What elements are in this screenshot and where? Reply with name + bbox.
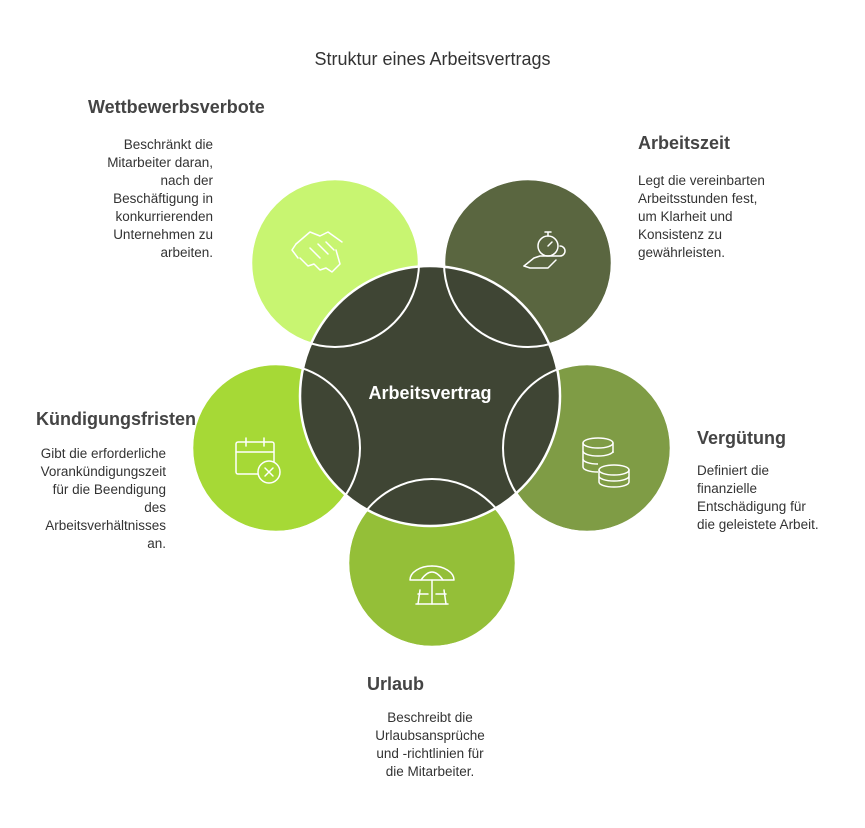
desc-line: an. [147, 536, 166, 551]
desc-line: gewährleisten. [638, 245, 726, 260]
page-title: Struktur eines Arbeitsvertrags [314, 49, 551, 69]
desc-line: Beschäftigung in [113, 191, 213, 206]
desc-line: finanzielle [697, 481, 758, 496]
desc-line: Entschädigung für [697, 499, 806, 514]
heading-wettbewerbsverbote: Wettbewerbsverbote [88, 97, 265, 117]
handshake-icon [291, 231, 343, 273]
center-label: Arbeitsvertrag [368, 383, 492, 403]
calendar-cancel-icon [235, 437, 281, 484]
desc-line: die geleistete Arbeit. [697, 517, 819, 532]
desc-wettbewerbsverbote: Beschränkt die Mitarbeiter daran, nach d… [107, 136, 213, 262]
beach-umbrella-icon [409, 565, 455, 605]
heading-kuendigungsfristen: Kündigungsfristen [36, 409, 196, 429]
desc-verguetung: Definiert die finanzielle Entschädigung … [697, 462, 819, 534]
stopwatch-hand-icon [523, 231, 566, 269]
desc-arbeitszeit: Legt die vereinbarten Arbeitsstunden fes… [638, 172, 765, 262]
desc-line: Konsistenz zu [638, 227, 723, 242]
desc-line: Gibt die erforderliche [40, 446, 166, 461]
heading-arbeitszeit: Arbeitszeit [638, 133, 731, 153]
desc-line: Arbeitsverhältnisses [45, 518, 166, 533]
desc-line: Vorankündigungszeit [40, 464, 166, 479]
desc-line: des [144, 500, 166, 515]
desc-line: Beschränkt die [123, 137, 213, 152]
center-circle [298, 264, 562, 528]
desc-line: für die Beendigung [52, 482, 166, 497]
coins-icon [582, 437, 630, 488]
desc-line: konkurrierenden [115, 209, 213, 224]
desc-line: die Mitarbeiter. [385, 764, 475, 779]
desc-urlaub: Beschreibt die Urlaubsansprüche und -ric… [330, 709, 530, 781]
heading-verguetung: Vergütung [697, 428, 786, 448]
desc-line: Unternehmen zu [113, 227, 213, 242]
circle-outlines [191, 178, 672, 648]
desc-kuendigungsfristen: Gibt die erforderliche Vorankündigungsze… [41, 445, 166, 553]
desc-line: arbeiten. [160, 245, 213, 260]
desc-line: nach der [160, 173, 213, 188]
desc-line: um Klarheit und [638, 209, 733, 224]
heading-urlaub: Urlaub [367, 674, 425, 694]
desc-line: Definiert die [697, 463, 770, 478]
desc-line: Legt die vereinbarten [638, 173, 765, 188]
desc-line: Beschreibt die [387, 710, 473, 725]
desc-line: Urlaubsansprüche [375, 728, 485, 743]
desc-line: Mitarbeiter daran, [107, 155, 213, 170]
desc-line: und -richtlinien für [376, 746, 484, 761]
desc-line: Arbeitsstunden fest, [638, 191, 758, 206]
